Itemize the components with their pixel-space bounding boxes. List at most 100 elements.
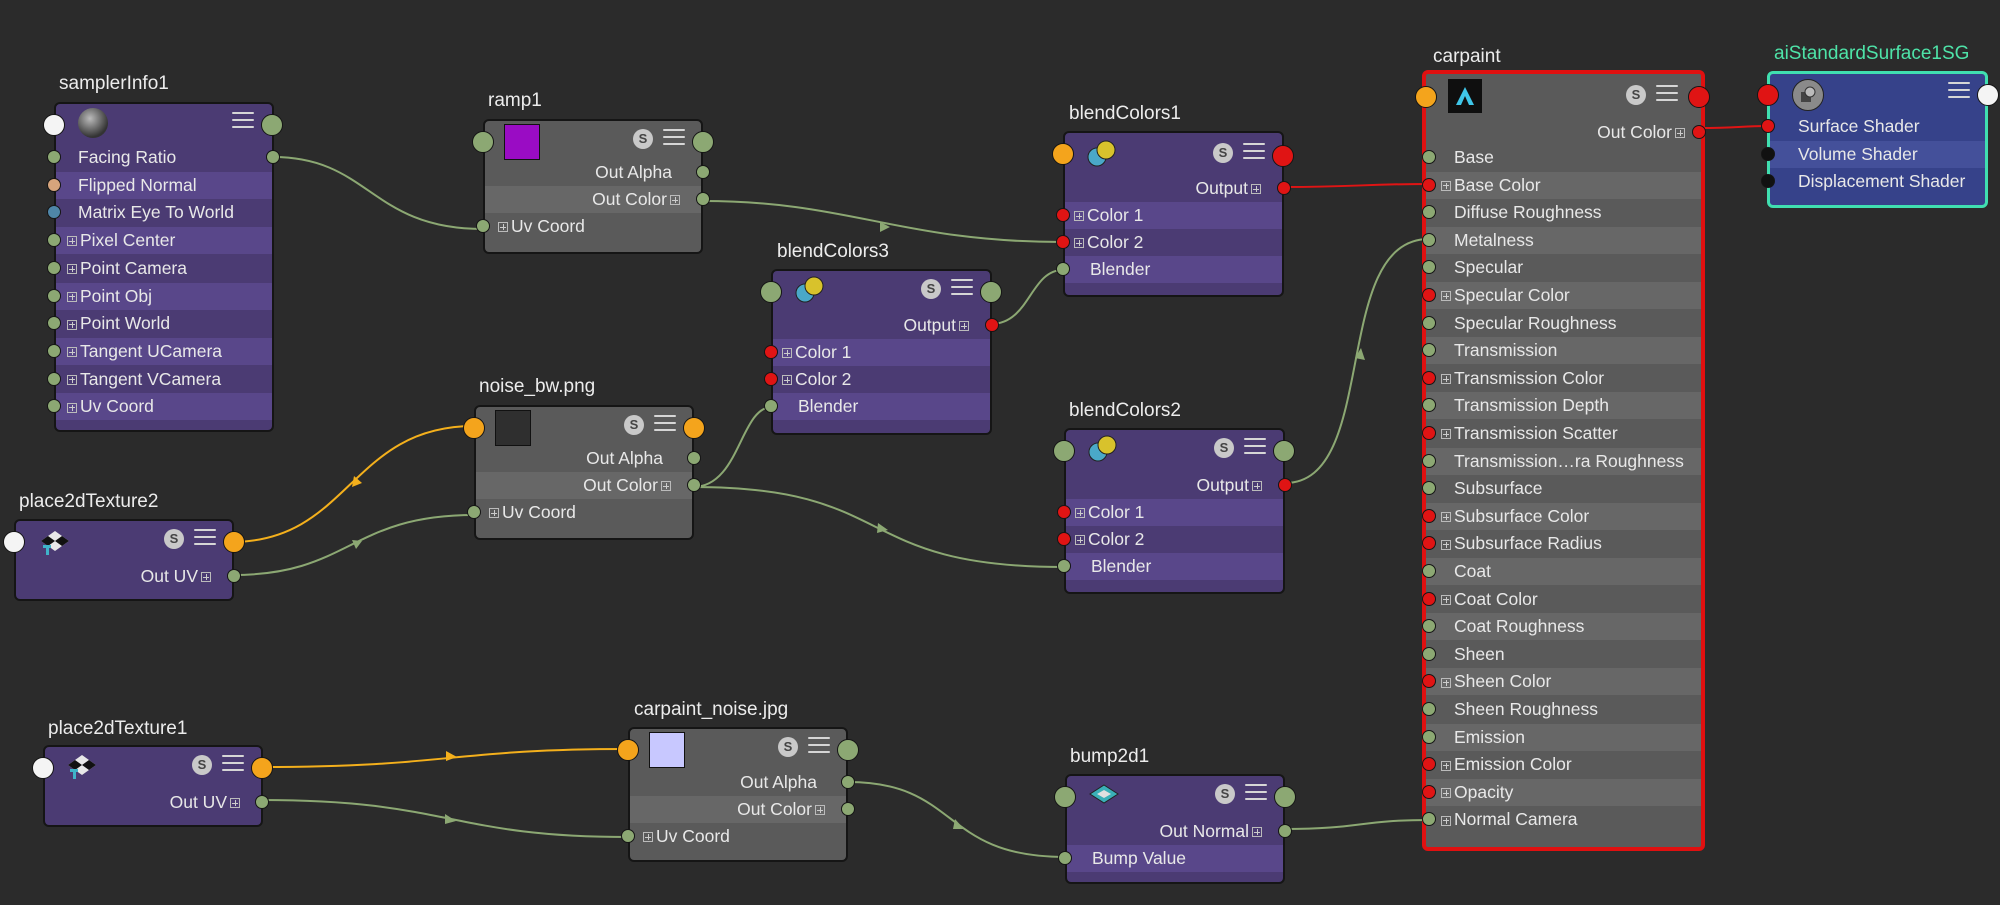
port-color1[interactable]: Color 1 (773, 339, 990, 366)
port-out-uv[interactable]: Out UV (45, 789, 261, 816)
port-row[interactable]: Coat Roughness (1426, 613, 1701, 641)
input-port[interactable] (1052, 143, 1074, 165)
port-output[interactable]: Output (773, 312, 990, 339)
input-port[interactable] (1422, 784, 1436, 799)
expand-icon[interactable] (1441, 594, 1451, 605)
output-port[interactable] (251, 757, 273, 779)
port-output[interactable]: Output (1065, 175, 1282, 202)
node-ramp[interactable]: S Out Alpha Out Color Uv Coord (472, 119, 714, 254)
uv-coord-port[interactable] (476, 219, 490, 233)
swatch-toggle-icon[interactable]: S (633, 129, 653, 149)
output-port-small[interactable] (985, 318, 999, 332)
expand-icon[interactable] (1441, 677, 1451, 688)
expand-icon[interactable] (1074, 211, 1084, 222)
expand-icon[interactable] (489, 508, 499, 519)
expand-icon[interactable] (1441, 788, 1451, 799)
port-row[interactable]: Specular Color (1426, 282, 1701, 309)
expand-icon[interactable] (1074, 238, 1084, 249)
out-color-port[interactable] (841, 802, 855, 816)
input-port[interactable] (1422, 508, 1436, 523)
port-out-color[interactable]: Out Color (1426, 119, 1696, 146)
menu-icon[interactable] (808, 737, 830, 757)
output-port[interactable] (223, 531, 245, 553)
input-port[interactable] (47, 205, 61, 220)
port-row[interactable]: Transmission (1426, 337, 1701, 365)
input-port[interactable] (1422, 232, 1436, 247)
expand-icon[interactable] (815, 805, 825, 816)
menu-icon[interactable] (951, 279, 973, 299)
input-port[interactable] (1757, 84, 1779, 106)
port-row[interactable]: Coat (1426, 558, 1701, 585)
port-blender[interactable]: Blender (773, 393, 990, 420)
menu-icon[interactable] (1245, 784, 1267, 804)
input-port[interactable] (1761, 146, 1775, 161)
menu-icon[interactable] (654, 415, 676, 435)
out-uv-port[interactable] (227, 569, 241, 583)
port-color2[interactable]: Color 2 (773, 366, 990, 393)
port-uv-coord[interactable]: Uv Coord (630, 823, 846, 850)
input-port[interactable] (1422, 205, 1436, 220)
out-normal-port[interactable] (1278, 824, 1292, 838)
port-row[interactable]: Volume Shader (1770, 140, 1985, 168)
output-port[interactable] (1273, 440, 1295, 462)
expand-icon[interactable] (498, 222, 508, 233)
node-shading-group[interactable] (1757, 71, 1999, 208)
port-row[interactable]: Specular (1426, 254, 1701, 281)
menu-icon[interactable] (1948, 82, 1970, 102)
input-port[interactable] (47, 316, 61, 331)
expand-icon[interactable] (67, 236, 77, 247)
input-port[interactable] (1422, 343, 1436, 358)
expand-icon[interactable] (1441, 815, 1451, 826)
port-out-alpha[interactable]: Out Alpha (485, 159, 701, 186)
input-port[interactable] (1422, 288, 1436, 302)
expand-icon[interactable] (67, 347, 77, 358)
input-port[interactable] (1422, 150, 1436, 164)
swatch-toggle-icon[interactable]: S (192, 755, 212, 775)
port-row[interactable]: Specular Roughness (1426, 310, 1701, 337)
input-port[interactable] (1054, 786, 1076, 808)
expand-icon[interactable] (643, 832, 653, 843)
input-port[interactable] (1422, 702, 1436, 716)
menu-icon[interactable] (1243, 143, 1265, 163)
port-row[interactable]: Point Obj (56, 282, 272, 310)
output-port[interactable] (1977, 84, 1999, 106)
input-port[interactable] (1422, 729, 1436, 744)
facing-ratio-output-port[interactable] (266, 150, 280, 164)
swatch-toggle-icon[interactable]: S (1215, 784, 1235, 804)
input-port[interactable] (47, 233, 61, 248)
input-port[interactable] (1053, 440, 1075, 462)
input-port[interactable] (472, 131, 494, 153)
node-noise[interactable]: S Out Alpha Out Color Uv Coord (463, 405, 705, 540)
port-row[interactable]: Sheen Color (1426, 668, 1701, 696)
port-row[interactable]: Uv Coord (56, 393, 272, 421)
input-port[interactable] (1415, 86, 1437, 108)
expand-icon[interactable] (1251, 184, 1261, 195)
output-port[interactable] (837, 739, 859, 761)
input-port[interactable] (1422, 812, 1436, 827)
bump-value-port[interactable] (1058, 851, 1072, 865)
input-port[interactable] (32, 757, 54, 779)
menu-icon[interactable] (232, 112, 254, 132)
port-uv-coord[interactable]: Uv Coord (485, 213, 701, 240)
menu-icon[interactable] (1656, 85, 1678, 105)
node-place2dtexture2[interactable]: S Out UV (3, 519, 245, 601)
port-row[interactable]: Subsurface (1426, 475, 1701, 502)
port-uv-coord[interactable]: Uv Coord (476, 499, 692, 526)
input-port[interactable] (1422, 398, 1436, 413)
expand-icon[interactable] (1252, 827, 1262, 838)
expand-icon[interactable] (782, 348, 792, 359)
port-row[interactable]: Tangent UCamera (56, 337, 272, 365)
uv-coord-port[interactable] (467, 505, 481, 519)
port-color2[interactable]: Color 2 (1065, 229, 1282, 256)
out-alpha-port[interactable] (841, 775, 855, 789)
port-out-color[interactable]: Out Color (476, 472, 692, 499)
expand-icon[interactable] (670, 195, 680, 206)
output-port-small[interactable] (1277, 181, 1291, 195)
port-row[interactable]: Emission Color (1426, 751, 1701, 778)
expand-icon[interactable] (1252, 481, 1262, 492)
port-blender[interactable]: Blender (1066, 553, 1283, 580)
menu-icon[interactable] (1244, 438, 1266, 458)
input-port[interactable] (1422, 674, 1436, 689)
port-row[interactable]: Point Camera (56, 255, 272, 282)
port-row[interactable]: Subsurface Radius (1426, 530, 1701, 557)
